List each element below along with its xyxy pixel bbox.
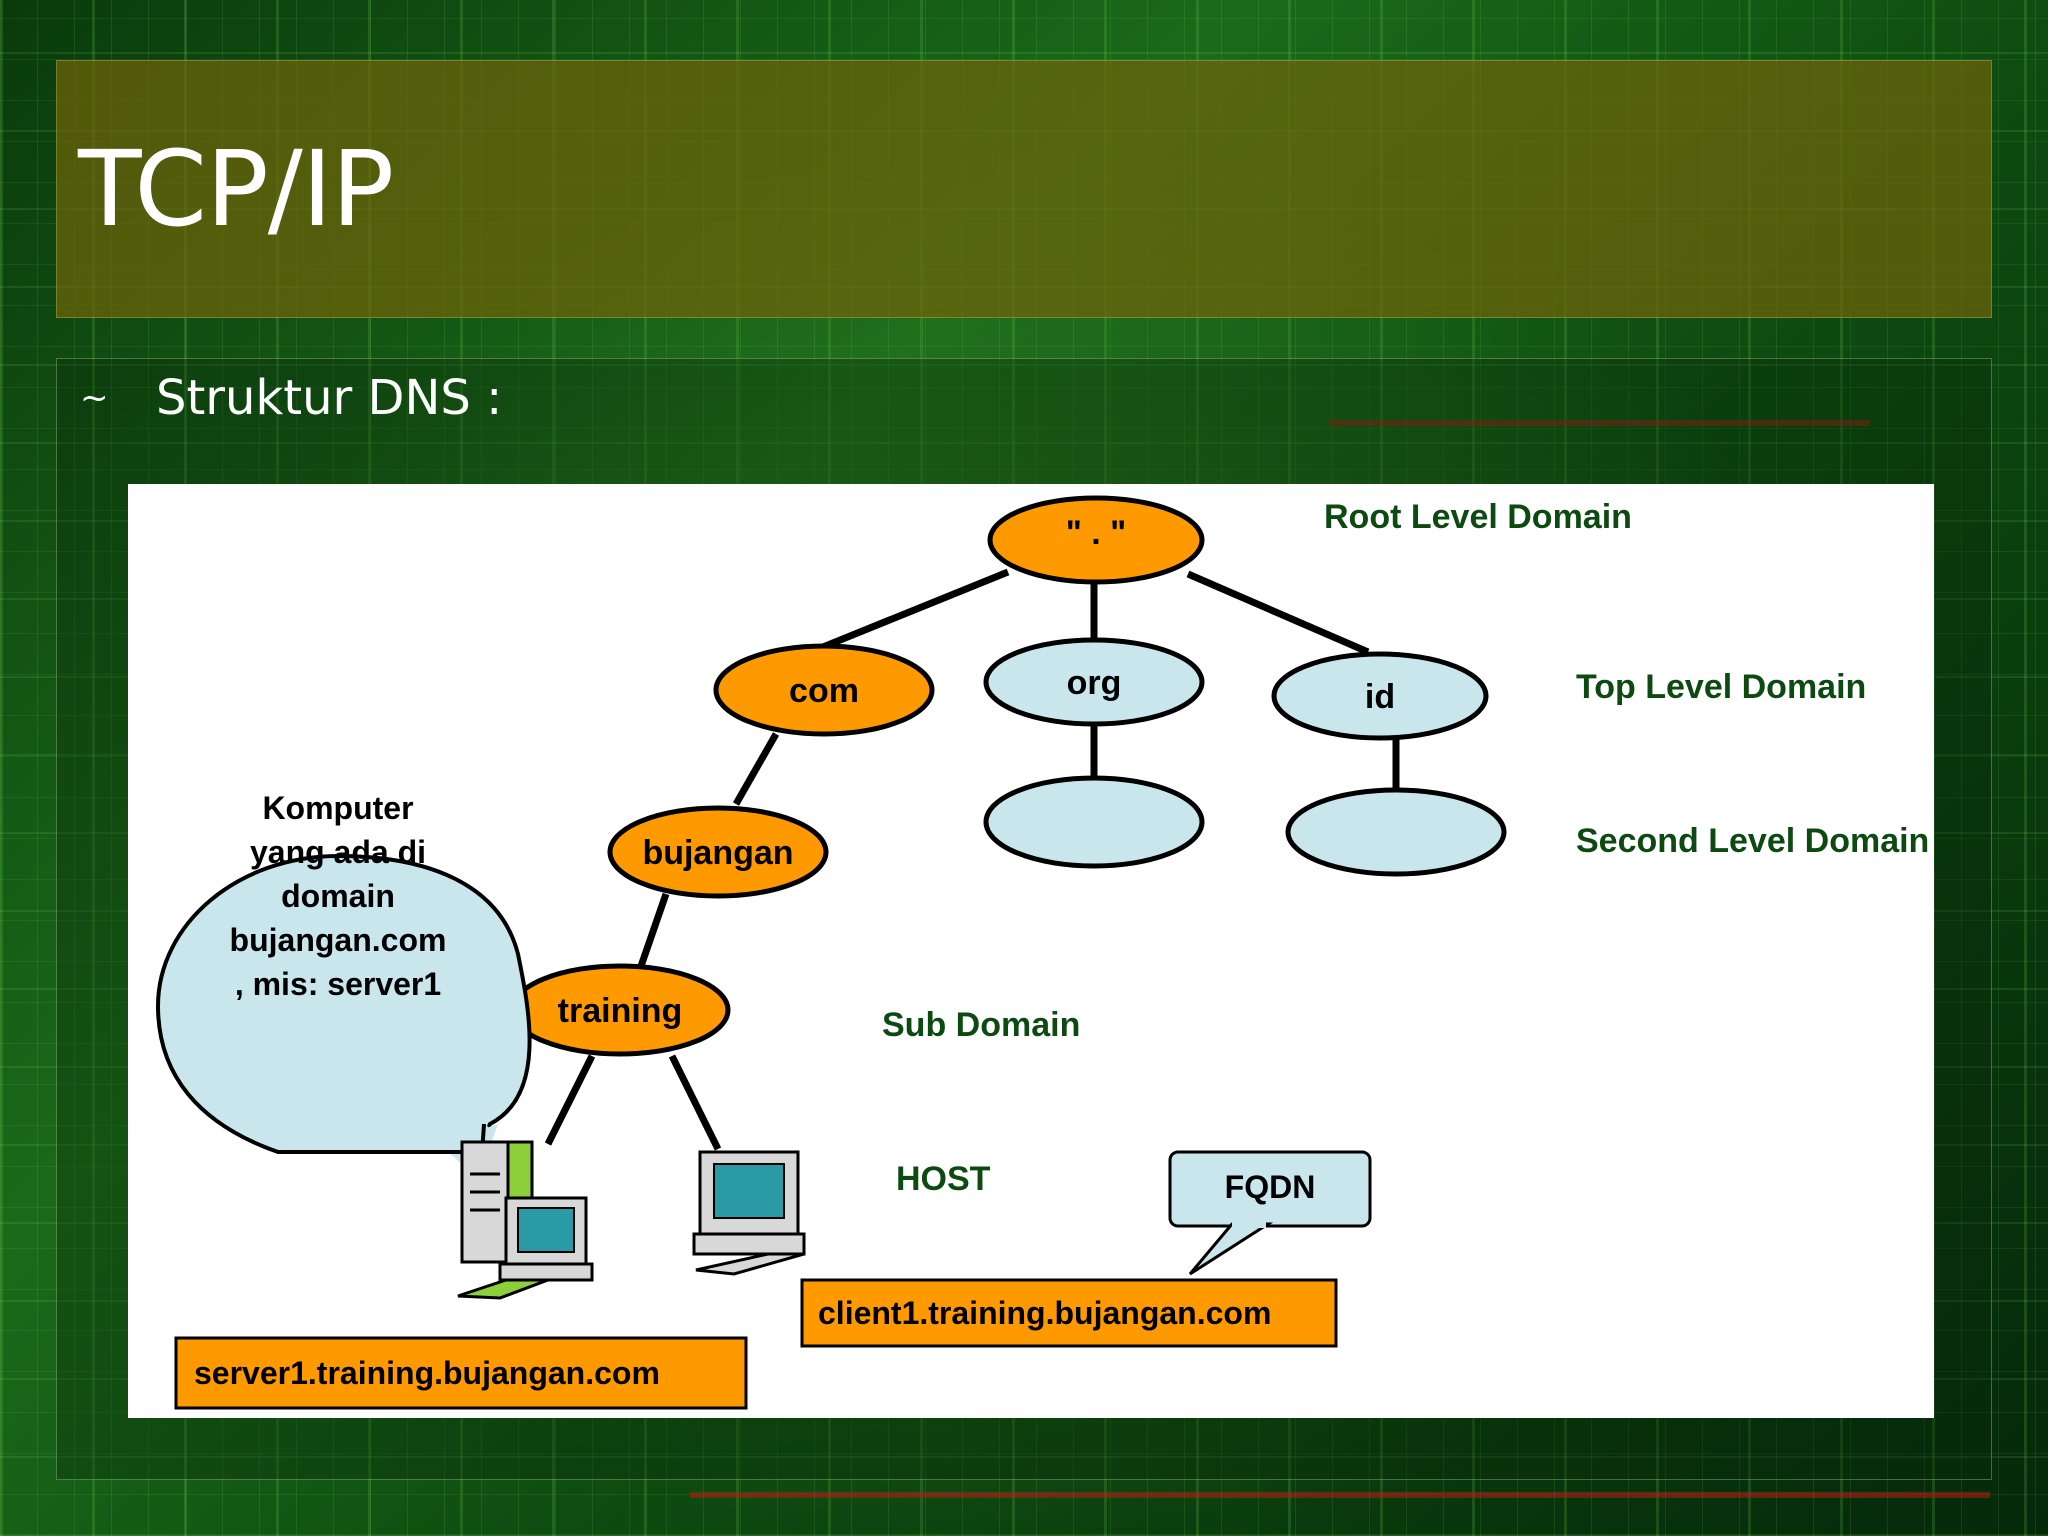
fqdn-client-box [800, 1278, 1338, 1348]
node-org-label: org [1067, 664, 1122, 702]
level-second-label: Second Level Domain [1576, 822, 1929, 860]
node-id [1271, 651, 1489, 741]
callout-text-block: Komputer yang ada di domain bujangan.com… [158, 786, 518, 1006]
edge-training-server [544, 1054, 596, 1146]
fqdn-server-box [174, 1336, 748, 1410]
node-id-label: id [1365, 678, 1395, 716]
dns-structure-diagram: " . " com org id bujangan training Root … [128, 484, 1934, 1418]
callout-line-5: , mis: server1 [234, 966, 442, 1002]
edge-root-com [816, 568, 1010, 653]
node-org-second-level [983, 775, 1205, 869]
bullet-mark: ~ [80, 378, 109, 418]
level-top-label: Top Level Domain [1576, 668, 1866, 706]
node-com [713, 643, 935, 737]
fqdn-bubble-label: FQDN [1225, 1169, 1316, 1205]
node-root [987, 495, 1205, 585]
level-root-label: Root Level Domain [1324, 498, 1632, 536]
node-id-second-level [1285, 787, 1507, 877]
red-streak-upper [1330, 420, 1870, 426]
client-computer-icon [692, 1150, 806, 1276]
callout-line-3: domain [281, 878, 395, 914]
node-bujangan [607, 805, 829, 899]
server-computer-icon [457, 1140, 594, 1300]
edge-bujangan-training [636, 892, 670, 971]
level-sub-label: Sub Domain [882, 1006, 1080, 1044]
node-bujangan-label: bujangan [642, 834, 793, 872]
edge-com-bujangan [732, 732, 780, 806]
slide-title: TCP/IP [78, 128, 394, 250]
dns-diagram-svg: " . " com org id bujangan training Root … [155, 495, 1929, 1410]
title-bar [56, 60, 1992, 318]
node-root-label: " . " [1066, 514, 1127, 552]
node-com-label: com [789, 672, 859, 710]
node-org [983, 637, 1205, 727]
edge-root-id [1186, 570, 1370, 656]
callout-line-4: bujangan.com [229, 922, 447, 958]
fqdn-server-label: server1.training.bujangan.com [194, 1355, 660, 1391]
tree-connectors [544, 568, 1400, 1151]
fqdn-bubble: FQDN [1168, 1150, 1372, 1276]
level-host-label: HOST [896, 1160, 991, 1198]
callout-line-2: yang ada di [249, 834, 427, 870]
edge-training-client [668, 1054, 722, 1151]
node-training-label: training [558, 992, 683, 1030]
red-streak-lower [690, 1492, 1990, 1498]
callout-line-1-html: Komputer [262, 790, 414, 826]
bullet-text: Struktur DNS : [156, 370, 503, 426]
fqdn-client-label: client1.training.bujangan.com [818, 1295, 1271, 1331]
